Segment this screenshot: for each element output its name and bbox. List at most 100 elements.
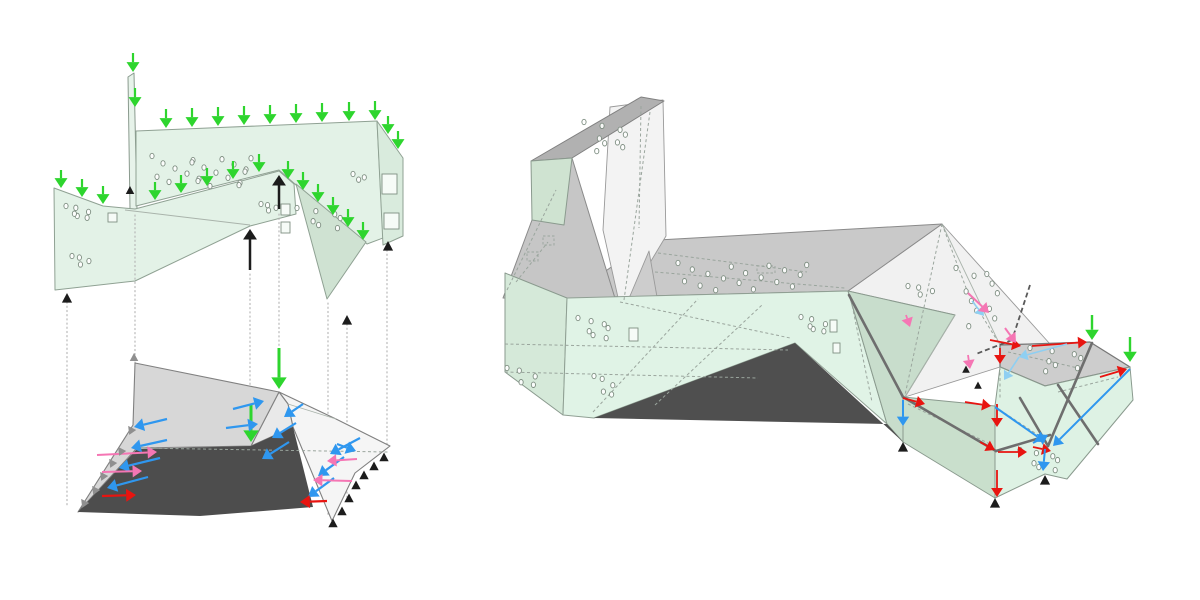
blue-arrow — [225, 424, 249, 430]
red-arrowhead — [1040, 443, 1051, 455]
load-arrowhead — [243, 430, 259, 442]
perforation-dot — [736, 279, 742, 287]
perforation-dot — [1043, 368, 1049, 375]
blue-arrow — [116, 475, 149, 487]
perforation-dot — [1027, 344, 1033, 352]
load-arrowhead — [342, 111, 356, 121]
hidden-dashed-line — [1011, 284, 1031, 341]
red-arrowhead — [1116, 365, 1127, 378]
lightblue-arrow — [1007, 356, 1020, 374]
lightblue-arrowhead — [1003, 369, 1014, 380]
reaction-arrowhead — [243, 229, 257, 240]
pink-arrowhead — [901, 316, 913, 327]
blue-arrowhead — [107, 479, 119, 492]
perforation-dot — [675, 259, 681, 267]
blue-arrowhead — [272, 427, 284, 439]
hidden-dashed-line — [638, 105, 642, 229]
perforation-dot — [807, 323, 813, 330]
red-arrowhead — [984, 440, 995, 451]
perforation-dot — [798, 313, 804, 321]
perforation-dot — [337, 214, 343, 222]
perforation-dot — [720, 275, 727, 282]
perforation-dot — [160, 160, 166, 167]
opening-rect — [280, 203, 291, 216]
blue-arrowhead — [262, 448, 274, 460]
blue-arrow — [140, 438, 168, 447]
support-triangle — [128, 425, 137, 435]
load-arrowhead — [126, 62, 140, 72]
pink-arrow — [967, 354, 970, 361]
roof-underside-shadow — [78, 427, 313, 516]
perforation-dot — [966, 323, 972, 330]
support-triangle — [359, 470, 369, 480]
perforation-dot — [516, 367, 522, 374]
red-arrow — [1032, 446, 1043, 450]
opening-rect — [542, 235, 555, 246]
perforation-dot — [603, 335, 609, 342]
pink-arrowhead — [977, 302, 989, 313]
blue-arrow — [336, 442, 348, 449]
support-triangle — [989, 498, 1001, 508]
blue-arrowhead — [131, 439, 143, 453]
blue-arrowhead — [330, 443, 342, 456]
blue-arrowhead — [134, 418, 146, 431]
red-arrow — [1099, 370, 1119, 378]
pink-arrowhead — [1005, 331, 1016, 343]
perforation-dot — [1071, 351, 1077, 358]
support-triangle — [125, 186, 135, 194]
perforation-dot — [994, 290, 1000, 297]
pink-arrowhead — [313, 474, 323, 487]
load-arrowhead — [1123, 351, 1137, 362]
load-arrowhead — [356, 230, 370, 240]
blue-arrow — [232, 402, 255, 411]
hidden-dashed-line — [967, 292, 1001, 346]
fold-line — [941, 223, 1001, 346]
perforation-dot — [681, 278, 688, 285]
blue-arrowhead — [119, 459, 131, 472]
axonometric-building-diagram — [502, 96, 1137, 508]
opening-rect — [280, 221, 291, 234]
opening-rect — [381, 173, 398, 195]
pink-arrowhead — [147, 446, 157, 459]
perforation-dot — [782, 267, 788, 274]
perforation-dot — [1050, 453, 1056, 460]
lightblue-arrowhead — [1019, 349, 1029, 361]
perforation-dot — [189, 159, 195, 166]
red-arrowhead — [125, 488, 136, 502]
load-arrowhead — [315, 112, 329, 122]
hidden-dashed-line — [904, 223, 943, 396]
perforation-dot — [689, 266, 695, 273]
support-triangle — [962, 365, 970, 373]
pink-arrowhead — [132, 465, 142, 478]
load-arrowhead — [326, 205, 340, 215]
perforation-dot — [334, 225, 341, 232]
pink-arrow — [322, 479, 353, 482]
blue-arrowhead — [344, 441, 356, 454]
perforation-dot — [86, 257, 92, 265]
perforation-dot — [265, 207, 272, 214]
perforation-dot — [172, 165, 178, 172]
blue-arrowhead — [252, 397, 264, 410]
perforation-dot — [590, 331, 596, 339]
support-triangle — [337, 506, 347, 516]
perforation-dot — [963, 288, 969, 295]
hidden-dashed-line — [623, 111, 651, 301]
perforation-dot — [258, 200, 264, 208]
perforation-dot — [905, 282, 911, 290]
perforation-dot — [219, 156, 225, 163]
blue-arrow — [1058, 368, 1131, 441]
blue-arrow — [269, 441, 290, 455]
perforation-dot — [1052, 361, 1058, 369]
load-arrowhead — [289, 113, 303, 123]
perforation-dot — [1052, 467, 1058, 474]
perforation-dot — [797, 271, 803, 278]
perforation-dot — [575, 314, 581, 322]
perforation-dot — [971, 272, 977, 279]
fold-line — [904, 314, 956, 398]
perforation-dot — [248, 155, 254, 162]
perforation-dot — [149, 152, 155, 160]
hidden-dashed-line — [975, 339, 1013, 355]
perforation-dot — [596, 135, 602, 142]
red-arrowhead — [991, 418, 1003, 427]
